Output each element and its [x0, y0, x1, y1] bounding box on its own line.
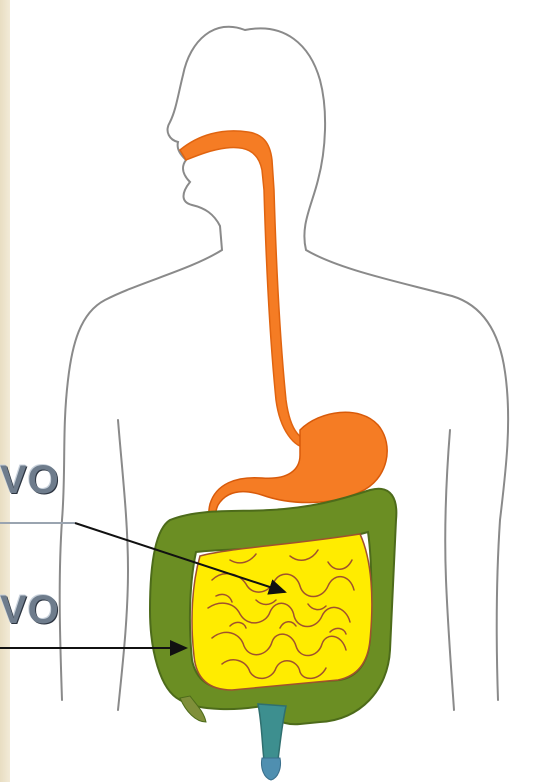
rectum [258, 704, 286, 760]
anus [261, 758, 280, 780]
organ-label: VO [0, 590, 60, 630]
organ-label: VO [0, 460, 60, 500]
esophagus [180, 131, 320, 448]
